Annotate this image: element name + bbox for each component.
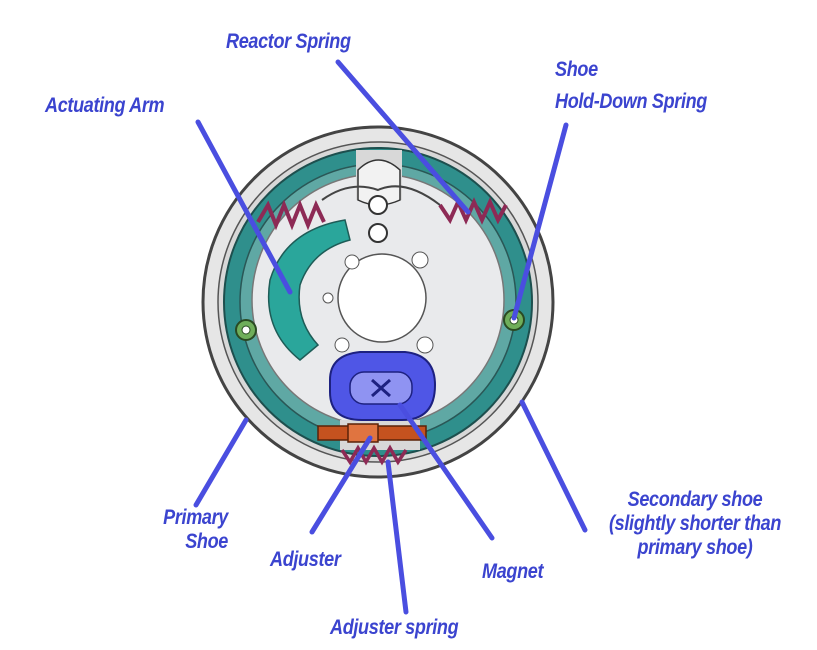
anchor-hardware bbox=[357, 159, 401, 206]
leader-adjuster bbox=[309, 435, 373, 535]
label-actuating-arm: Actuating Arm bbox=[45, 94, 165, 118]
top-spring-left bbox=[256, 199, 326, 231]
label-secondary-shoe: Secondary shoe (slightly shorter than pr… bbox=[596, 488, 794, 560]
leader-shoe-hold-down bbox=[511, 122, 569, 321]
label-magnet-text: Magnet bbox=[482, 560, 544, 583]
label-primary-shoe-line2: Shoe bbox=[185, 530, 228, 553]
label-reactor-spring-text: Reactor Spring bbox=[226, 30, 351, 53]
leader-primary-shoe bbox=[193, 417, 249, 508]
label-adjuster-spring: Adjuster spring bbox=[330, 616, 459, 640]
label-secondary-shoe-line1: Secondary shoe bbox=[627, 488, 763, 511]
label-reactor-spring: Reactor Spring bbox=[226, 30, 351, 54]
hold-down-spring-left-inner bbox=[241, 325, 251, 335]
bolt-hole-4 bbox=[416, 336, 434, 354]
adjuster-spring-shape bbox=[340, 444, 408, 466]
bolt-hole-3 bbox=[334, 337, 350, 353]
leader-secondary-shoe bbox=[519, 399, 588, 533]
leader-actuating-arm bbox=[195, 119, 293, 295]
magnet-x-mark bbox=[371, 378, 391, 398]
bolt-hole-1 bbox=[344, 254, 360, 270]
label-magnet: Magnet bbox=[482, 560, 543, 584]
label-primary-shoe: Primary Shoe bbox=[127, 506, 228, 554]
label-adjuster-spring-text: Adjuster spring bbox=[330, 616, 459, 639]
leader-adjuster-spring bbox=[385, 459, 409, 615]
leader-magnet bbox=[397, 402, 495, 541]
label-adjuster-text: Adjuster bbox=[270, 548, 341, 571]
hub-hole bbox=[337, 253, 427, 343]
reactor-spring-shape bbox=[438, 197, 508, 225]
adjuster-wheel bbox=[347, 423, 379, 443]
label-shoe-hold-down-line1: Shoe bbox=[555, 58, 598, 81]
leader-reactor-spring bbox=[335, 59, 471, 215]
label-primary-shoe-line1: Primary bbox=[163, 506, 228, 529]
label-secondary-shoe-line3: primary shoe) bbox=[637, 536, 753, 559]
label-shoe-hold-down-line2: Hold-Down Spring bbox=[555, 90, 708, 113]
label-shoe-hold-down-spring: Shoe Hold-Down Spring bbox=[555, 58, 707, 114]
anchor-pin bbox=[368, 195, 388, 215]
label-adjuster: Adjuster bbox=[270, 548, 341, 572]
bolt-hole-2 bbox=[411, 251, 429, 269]
bolt-hole-5 bbox=[322, 292, 334, 304]
actuating-arm bbox=[267, 219, 351, 361]
retract-wire bbox=[321, 185, 441, 206]
label-secondary-shoe-line2: (slightly shorter than bbox=[608, 512, 782, 535]
anchor-pin-lower bbox=[368, 223, 388, 243]
label-actuating-arm-text: Actuating Arm bbox=[45, 94, 165, 117]
